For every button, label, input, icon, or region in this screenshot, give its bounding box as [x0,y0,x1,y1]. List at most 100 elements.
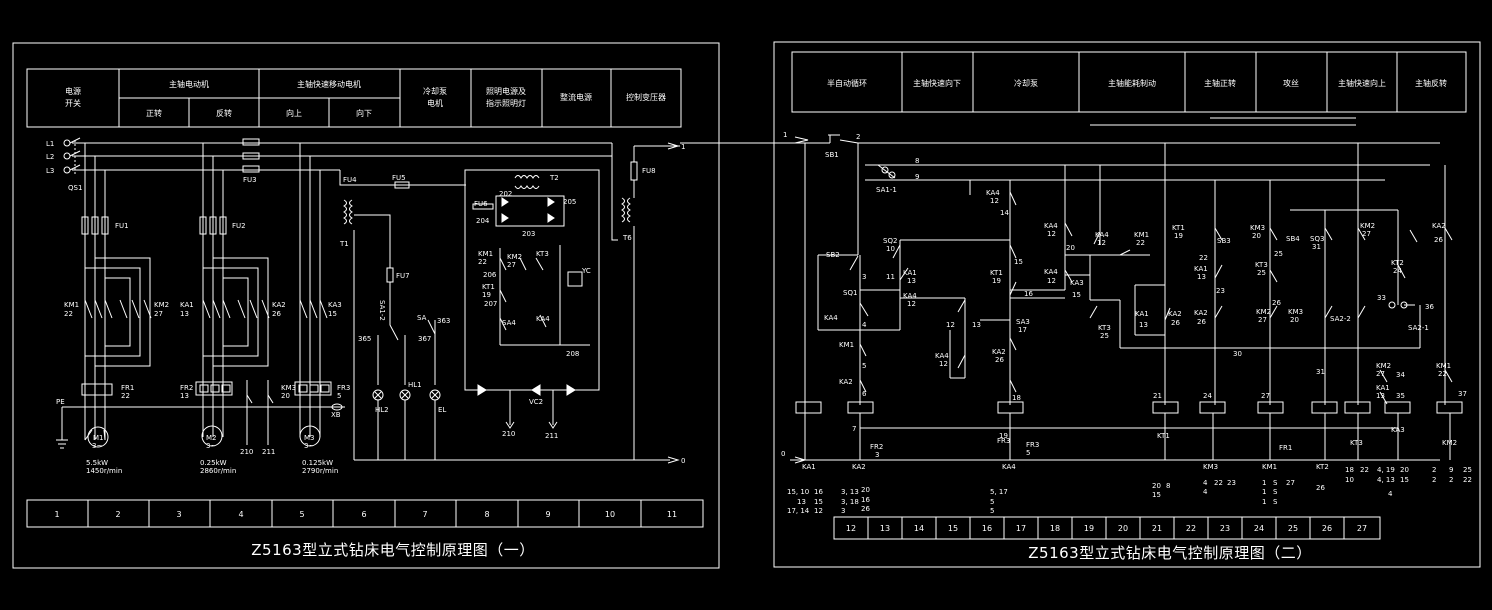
label-KA4-g-ref: 12 [1047,277,1056,285]
label-KA4-e-ref: 12 [1047,230,1056,238]
header-reverse: 主轴反转 [1415,78,1447,88]
sheet-1-header-table [26,68,682,128]
node-26: 26 [1272,299,1281,307]
label-KA4-b-ref: 12 [907,300,916,308]
label-KM3-b-ref: 20 [1290,316,1299,324]
xref-c5b-0: 22 [1214,479,1223,487]
node-15: 15 [1014,258,1023,266]
xref-c6-2: 1 [1262,498,1266,506]
label-KM2-contact: KM2 [507,253,522,261]
xref-c4-1: 15 [1152,491,1161,499]
label-M1: M1 [93,434,104,442]
zone-5: 5 [299,510,304,519]
label-T6: T6 [622,234,632,242]
node-31a: 31 [1312,243,1321,251]
label-SB1: SB1 [825,151,839,159]
label-KT1-a: KT1 [990,269,1003,277]
label-FR3-ref: 5 [337,392,341,400]
node-7: 7 [852,425,856,433]
coil-KA4: KA4 [1002,463,1016,471]
label-KA4-g: KA4 [1044,268,1058,276]
xref-c2b-2: 26 [861,505,870,513]
sheet-2-zone-strip [833,516,1381,540]
zone-4: 4 [238,510,243,519]
label-KM1-c: KM1 [1436,362,1451,370]
label-FU7: FU7 [396,272,410,280]
label-T1: T1 [339,240,349,248]
lighting-circuit [339,170,670,461]
header-semi-auto: 半自动循环 [827,78,867,88]
node-3: 3 [862,273,866,281]
xref-c9b-0: 20 [1400,466,1409,474]
label-KA1-b-ref: 13 [1139,321,1148,329]
xref-c7-0: 26 [1316,484,1325,492]
header-forward: 主轴正转 [1204,78,1236,88]
zone-1: 1 [54,510,59,519]
label-M3-phase: 3~ [304,442,314,450]
label-KA3-a-ref: 15 [1072,291,1081,299]
label-KA2-b: KA2 [992,348,1006,356]
xref-c2-1: 3, 18 [841,498,859,506]
pe-ground [56,406,345,449]
coil-KT2: KT2 [1316,463,1329,471]
label-KM2-c: KM2 [1376,362,1391,370]
control-contacts [849,191,1453,405]
label-FR3-b-ref: 5 [1026,449,1030,457]
xref-c10b-0: 9 [1449,466,1453,474]
label-L1: L1 [46,140,54,148]
zone-27: 27 [1357,524,1367,533]
xref-c6b-2: S [1273,498,1278,506]
label-FU2: FU2 [232,222,246,230]
xref-c9-0: 4, 19 [1377,466,1395,474]
label-KM2-a: KM2 [1256,308,1271,316]
node-10: 10 [886,245,895,253]
relay-coils [795,401,1463,460]
xref-c10-1: 2 [1432,476,1436,484]
node-34: 34 [1396,371,1405,379]
xref-c6c-0: 27 [1286,479,1295,487]
node-2: 2 [856,133,860,141]
zone-25: 25 [1288,524,1298,533]
label-M1-power: 5.5kW [86,459,108,467]
motor-m3-circuit [294,143,343,447]
label-HL1: HL1 [408,381,422,389]
node-13: 13 [972,321,981,329]
xref-c5b-1: 23 [1227,479,1236,487]
label-KA2-d-ref: 26 [1197,318,1206,326]
label-FR1-b: FR1 [1279,444,1292,452]
control-rails [790,134,1446,464]
label-KT1-ref: 19 [482,291,491,299]
coil-KA1: KA1 [802,463,816,471]
label-SA4: SA4 [502,319,516,327]
label-KA1-c-ref: 13 [1197,273,1206,281]
node-21: 21 [1153,392,1162,400]
zone-21: 21 [1152,524,1162,533]
label-YC: YC [581,267,591,275]
label-KA1-d-ref: 13 [1376,392,1385,400]
zone-24: 24 [1254,524,1264,533]
zone-20: 20 [1118,524,1128,533]
node-37: 37 [1458,390,1467,398]
label-206: 206 [483,271,497,279]
label-210b: 210 [502,430,515,438]
label-FR3-b-2: FR3 [1026,441,1039,449]
label-M3: M3 [304,434,315,442]
label-KT2: KT2 [1391,259,1404,267]
header-coolant-2: 电机 [427,98,443,108]
label-EL: EL [438,406,446,414]
rail-node-0: 0 [781,450,785,458]
node-30: 30 [1233,350,1242,358]
label-KT1-b: KT1 [1172,224,1185,232]
label-FU4: FU4 [343,176,357,184]
label-KA4-e: KA4 [1044,222,1058,230]
zone-26: 26 [1322,524,1332,533]
node-16: 16 [1024,290,1033,298]
label-SB4: SB4 [1286,235,1300,243]
label-KM1-b-ref: 22 [1136,239,1145,247]
label-KT2-ref: 24 [1393,267,1402,275]
header-power-switch-2: 开关 [65,98,81,108]
label-KA2-d: KA2 [1194,309,1208,317]
label-KA2-b-ref: 26 [995,356,1004,364]
label-SQ2: SQ2 [883,237,897,245]
